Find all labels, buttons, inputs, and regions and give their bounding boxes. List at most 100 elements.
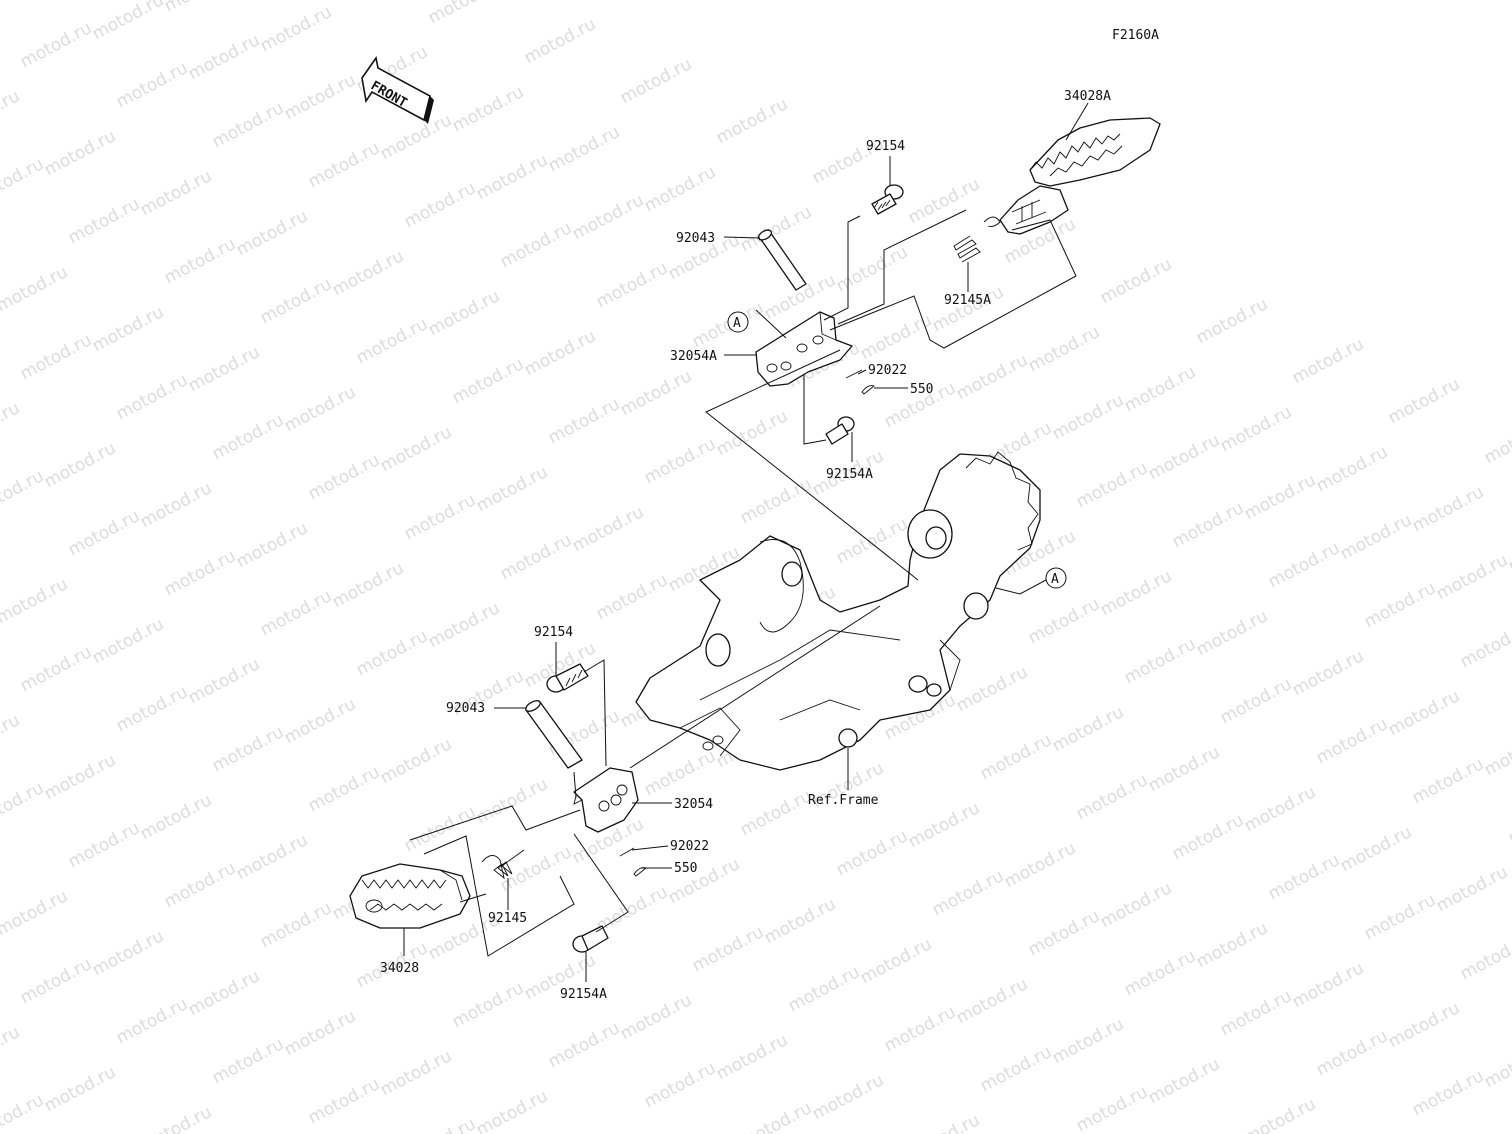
watermark-text: motod.ru [1289,958,1367,1012]
label-32054: 32054 [674,797,713,812]
watermark-text: motod.ru [281,70,359,124]
callout-a-frame: A [1045,567,1067,589]
watermark-text: motod.ru [65,506,143,560]
watermark-text: motod.ru [881,1002,959,1056]
leader-lines [403,102,1089,982]
watermark-text: motod.ru [473,1086,551,1134]
watermark-text: motod.ru [1217,674,1295,728]
watermark-text: motod.ru [0,1090,47,1134]
watermark-text: motod.ru [857,310,935,364]
label-ref-frame: Ref.Frame [808,793,879,808]
watermark-text: motod.ru [689,922,767,976]
watermark-text: motod.ru [233,518,311,572]
watermark-text: motod.ru [473,774,551,828]
watermark-text: motod.ru [1361,890,1439,944]
watermark-text: motod.ru [161,858,239,912]
watermark-text: motod.ru [113,994,191,1048]
watermark-text: motod.ru [1337,510,1415,564]
watermark-text: motod.ru [545,122,623,176]
watermark-text: motod.ru [137,478,215,532]
watermark-text: motod.ru [0,778,47,832]
watermark-text: motod.ru [65,818,143,872]
watermark-text: motod.ru [161,546,239,600]
watermark-text: motod.ru [305,1074,383,1128]
watermark-text: motod.ru [569,190,647,244]
watermark-text: motod.ru [1145,742,1223,796]
watermark-text: motod.ru [641,746,719,800]
watermark-text: motod.ru [257,586,335,640]
bracket-32054 [573,767,639,833]
watermark-text: motod.ru [713,94,791,148]
watermark-text: motod.ru [1313,714,1391,768]
watermark-text: motod.ru [1385,686,1463,740]
watermark-text: motod.ru [425,286,503,340]
bracket-32054a [755,311,853,387]
watermark-text: motod.ru [809,1070,887,1124]
watermark-text: motod.ru [89,302,167,356]
watermark-text: motod.ru [1457,930,1512,984]
watermark-text: motod.ru [0,886,71,940]
watermark-text: motod.ru [377,110,455,164]
watermark-text: motod.ru [569,502,647,556]
spring-left [481,849,525,880]
watermark-text: motod.ru [1049,1014,1127,1068]
watermark-text: motod.ru [1169,498,1247,552]
watermark-text: motod.ru [617,54,695,108]
watermark-text: motod.ru [713,1030,791,1084]
watermark-text: motod.ru [1289,646,1367,700]
assembly-lines [409,209,1077,957]
watermark-text: motod.ru [1241,470,1319,524]
watermark-text: motod.ru [17,954,95,1008]
watermark-text: motod.ru [377,734,455,788]
callout-a-upper-label: A [733,316,741,331]
watermark-text: motod.ru [473,150,551,204]
watermark-text: motod.ru [449,354,527,408]
watermark-text: motod.ru [185,30,263,84]
watermark-text: motod.ru [1265,850,1343,904]
label-92154-upper: 92154 [866,139,905,154]
label-92154a-lower: 92154A [560,987,607,1002]
callout-a-upper: A [727,311,749,333]
watermark-text: motod.ru [113,370,191,424]
watermark-text: motod.ru [0,154,47,208]
watermark-text: motod.ru [209,722,287,776]
label-92145a: 92145A [944,293,991,308]
watermark-text: motod.ru [89,926,167,980]
watermark-text: motod.ru [953,974,1031,1028]
watermark-text: motod.ru [1385,374,1463,428]
watermark-text: motod.ru [1097,566,1175,620]
watermark-text: motod.ru [953,350,1031,404]
watermark-text: motod.ru [1241,782,1319,836]
washer-92022-left [619,847,635,857]
watermark-text: motod.ru [401,178,479,232]
watermark-text: motod.ru [905,1110,983,1134]
watermark-text: motod.ru [1505,1106,1512,1134]
watermark-text: motod.ru [281,382,359,436]
watermark-text: motod.ru [1097,254,1175,308]
watermark-text: motod.ru [713,406,791,460]
watermark-text: motod.ru [0,398,23,452]
watermark-text: motod.ru [545,1018,623,1072]
watermark-text: motod.ru [545,394,623,448]
watermark-text: motod.ru [353,314,431,368]
watermark-text: motod.ru [41,126,119,180]
label-34028: 34028 [380,961,419,976]
watermark-text: motod.ru [185,342,263,396]
watermark-text: motod.ru [185,966,263,1020]
watermark-text: motod.ru [209,410,287,464]
figure-code: F2160A [1112,28,1159,43]
watermark-text: motod.ru [1505,794,1512,848]
watermark-text: motod.ru [1073,770,1151,824]
watermark-text: motod.ru [1073,458,1151,512]
watermark-text: motod.ru [641,162,719,216]
watermark-text: motod.ru [1481,414,1512,468]
watermark-text: motod.ru [65,194,143,248]
watermark-text: motod.ru [1145,430,1223,484]
watermark-text: motod.ru [617,990,695,1044]
watermark-text: motod.ru [353,626,431,680]
pin-92043-left [525,700,583,769]
callout-a-frame-label: A [1051,572,1059,587]
watermark-text: motod.ru [785,962,863,1016]
watermark-text: motod.ru [0,710,23,764]
